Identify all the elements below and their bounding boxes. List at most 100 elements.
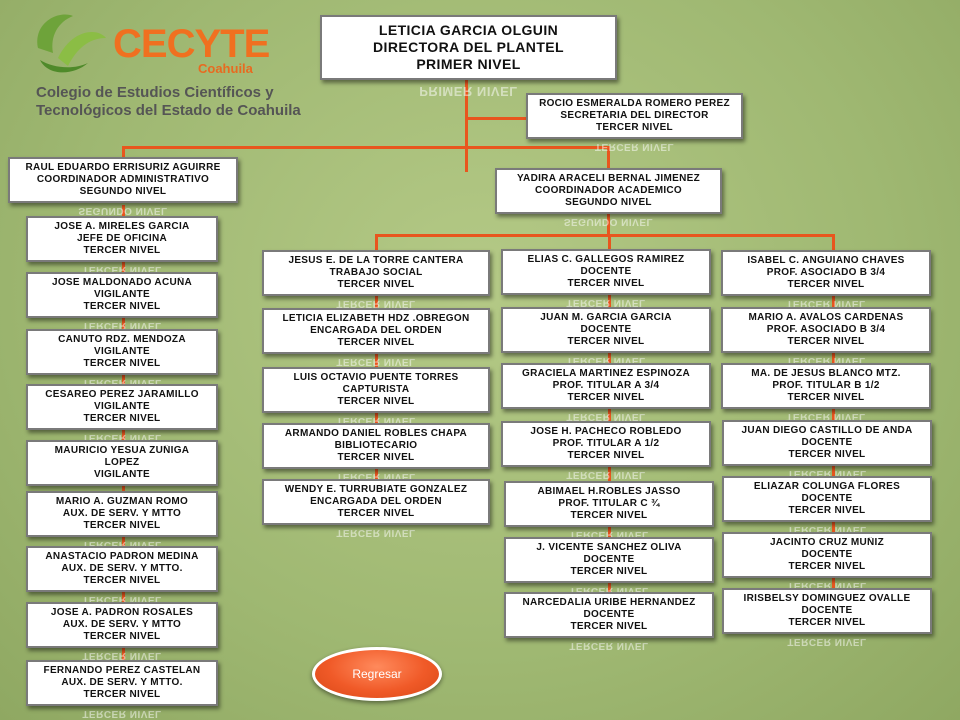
- col1-role: AUX. DE SERV. Y MTTO: [62, 508, 182, 519]
- col3-role: PROF. TITULAR C ¾: [558, 498, 660, 509]
- secretary-box: ROCIO ESMERALDA ROMERO PEREZ SECRETARIA …: [526, 93, 743, 139]
- col3-role: DOCENTE: [583, 554, 635, 565]
- col1-level: VIGILANTE: [93, 469, 151, 480]
- col1-role: AUX. DE SERV. Y MTTO: [62, 619, 182, 630]
- connector-line: [122, 146, 125, 160]
- col3-name: JOSE H. PACHECO ROBLEDO: [530, 426, 682, 437]
- col1-level: TERCER NIVEL: [83, 245, 161, 256]
- admin-coordinator-level: SEGUNDO NIVEL: [79, 186, 167, 197]
- col1-name: CESAREO PEREZ JARAMILLO: [45, 389, 199, 400]
- secretary-title: SECRETARIA DEL DIRECTOR: [560, 110, 709, 121]
- col1-name: CANUTO RDZ. MENDOZA: [58, 334, 186, 345]
- col4-name: IRISBELSY DOMINGUEZ OVALLE: [743, 593, 911, 604]
- col4-role: PROF. ASOCIADO B 3/4: [766, 324, 886, 335]
- col2-role: BIBLIOTECARIO: [334, 440, 418, 451]
- col4-box: MA. DE JESUS BLANCO MTZ.PROF. TITULAR B …: [721, 363, 931, 409]
- col3-level: TERCER NIVEL: [567, 450, 645, 461]
- col4-role: DOCENTE: [801, 605, 853, 616]
- col4-level: TERCER NIVEL: [788, 617, 866, 628]
- col4-level: TERCER NIVEL: [787, 392, 865, 403]
- admin-coordinator-reflection: SEGUNDO NIVEL: [78, 205, 168, 215]
- col1-reflection: TERCER NIVEL: [82, 650, 162, 660]
- col1-name: JOSE MALDONADO ACUÑA: [51, 277, 193, 288]
- director-title: DIRECTORA DEL PLANTEL: [373, 39, 564, 55]
- col4-name: ELIAZAR COLUNGA FLORES: [753, 481, 901, 492]
- col4-level: TERCER NIVEL: [788, 561, 866, 572]
- col1-level: TERCER NIVEL: [83, 358, 161, 369]
- col3-reflection: TERCER NIVEL: [566, 411, 646, 421]
- col3-name: NARCEDALIA URIBE HERNANDEZ: [522, 597, 696, 608]
- col1-level: TERCER NIVEL: [83, 689, 161, 700]
- col2-level: TERCER NIVEL: [337, 452, 415, 463]
- col3-level: TERCER NIVEL: [567, 278, 645, 289]
- secretary-name: ROCIO ESMERALDA ROMERO PEREZ: [539, 98, 730, 109]
- connector-line: [122, 146, 610, 149]
- col3-name: J. VICENTE SANCHEZ OLIVA: [536, 542, 682, 553]
- academic-coordinator-reflection: SEGUNDO NIVEL: [563, 216, 654, 226]
- academic-coordinator-box: YADIRA ARACELI BERNAL JIMENEZ COORDINADO…: [495, 168, 722, 214]
- col1-name: MAURICIO YESUA ZUÑIGA: [54, 445, 190, 456]
- col4-role: PROF. TITULAR B 1/2: [772, 380, 880, 391]
- col3-role: DOCENTE: [580, 266, 632, 277]
- col1-role: JEFE DE OFICINA: [76, 233, 168, 244]
- regresar-button[interactable]: Regresar: [312, 647, 442, 701]
- admin-coordinator-box: RAUL EDUARDO ERRISURIZ AGUIRRE COORDINAD…: [8, 157, 238, 203]
- col1-level: TERCER NIVEL: [83, 575, 161, 586]
- logo-brand: CECYTE: [113, 22, 270, 66]
- col2-role: ENCARGADA DEL ORDEN: [310, 496, 442, 507]
- col1-name: ANASTACIO PADRON MEDINA: [45, 551, 199, 562]
- col1-level: TERCER NIVEL: [83, 631, 161, 642]
- col3-level: TERCER NIVEL: [567, 336, 645, 347]
- col1-level: TERCER NIVEL: [83, 413, 161, 424]
- col3-role: DOCENTE: [583, 609, 635, 620]
- logo-line2: Tecnológicos del Estado de Coahuila: [36, 102, 301, 119]
- col1-name: JOSE A. PADRON ROSALES: [50, 607, 194, 618]
- col4-name: MARIO A. AVALOS CARDENAS: [748, 312, 904, 323]
- director-box: LETICIA GARCIA OLGUIN DIRECTORA DEL PLAN…: [320, 15, 617, 80]
- admin-coordinator-name: RAUL EDUARDO ERRISURIZ AGUIRRE: [25, 162, 221, 173]
- col1-role: VIGILANTE: [93, 346, 151, 357]
- col3-level: TERCER NIVEL: [570, 621, 648, 632]
- col1-level: TERCER NIVEL: [83, 301, 161, 312]
- col1-role: VIGILANTE: [93, 401, 151, 412]
- col4-name: ISABEL C. ANGUIANO CHAVES: [747, 255, 905, 266]
- col2-reflection: TERCER NIVEL: [336, 527, 416, 537]
- col2-name: WENDY E. TURRUBIATE GONZALEZ: [284, 484, 468, 495]
- col2-reflection: TERCER NIVEL: [336, 298, 416, 308]
- col4-level: TERCER NIVEL: [788, 505, 866, 516]
- academic-coordinator-title: COORDINADOR ACADEMICO: [534, 185, 683, 196]
- col3-reflection: TERCER NIVEL: [566, 297, 646, 307]
- connector-line: [375, 234, 835, 237]
- academic-coordinator-name: YADIRA ARACELI BERNAL JIMENEZ: [517, 173, 700, 184]
- col4-name: JACINTO CRUZ MUÑIZ: [769, 537, 885, 548]
- col2-name: LETICIA ELIZABETH HDZ .OBREGON: [282, 313, 470, 324]
- col2-role: ENCARGADA DEL ORDEN: [310, 325, 442, 336]
- col3-name: ABIMAEL H.ROBLES JASSO: [537, 486, 681, 497]
- col1-name: JOSE A. MIRELES GARCIA: [54, 221, 190, 232]
- col1-name: FERNANDO PEREZ CASTELAN: [43, 665, 201, 676]
- connector-line: [607, 146, 610, 168]
- secretary-reflection: TERCER NIVEL: [594, 141, 675, 151]
- col3-level: TERCER NIVEL: [570, 510, 648, 521]
- col2-level: TERCER NIVEL: [337, 337, 415, 348]
- col4-role: DOCENTE: [801, 493, 853, 504]
- col3-name: ELIAS C. GALLEGOS RAMIREZ: [527, 254, 685, 265]
- col1-name: MARIO A. GUZMAN ROMO: [55, 496, 189, 507]
